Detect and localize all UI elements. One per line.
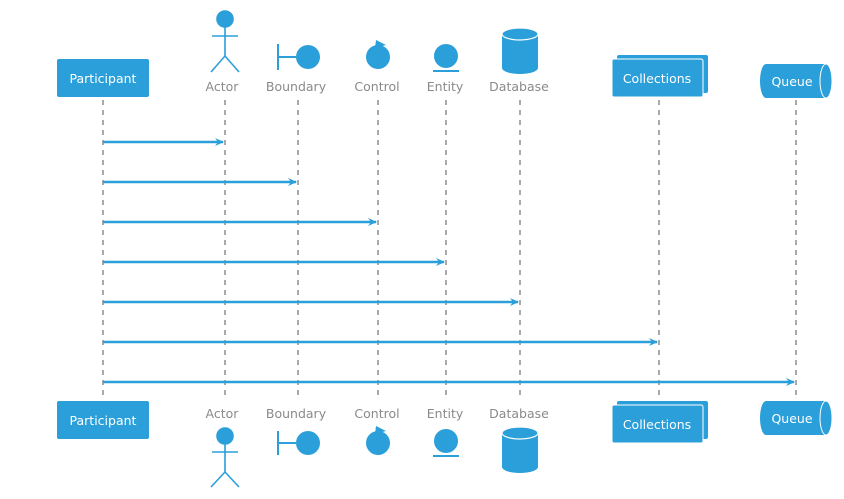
messages — [103, 138, 795, 386]
entity-label: Entity — [427, 79, 464, 94]
participant-footer-entity[interactable]: Entity — [427, 406, 464, 457]
stick-figure-icon — [210, 10, 240, 73]
participant-footer-boundary[interactable]: Boundary — [266, 406, 327, 455]
participant-headers-top: Participant Actor Boundary — [57, 10, 833, 99]
actor-label: Actor — [206, 406, 240, 421]
collections-label: Collections — [623, 417, 691, 432]
participant-header-collections[interactable]: Collections — [611, 55, 708, 98]
lifelines — [102, 100, 797, 398]
participant-header-boundary[interactable]: Boundary — [266, 44, 327, 94]
database-label: Database — [489, 406, 549, 421]
entity-icon — [433, 429, 459, 457]
participant-header-entity[interactable]: Entity — [427, 44, 464, 94]
boundary-label: Boundary — [266, 406, 327, 421]
boundary-label: Boundary — [266, 79, 327, 94]
participant-header-database[interactable]: Database — [489, 27, 549, 94]
entity-label: Entity — [427, 406, 464, 421]
database-label: Database — [489, 79, 549, 94]
stick-figure-icon — [210, 427, 240, 488]
database-cylinder-icon — [501, 426, 539, 473]
participant-footer-collections[interactable]: Collections — [611, 401, 708, 444]
collections-label: Collections — [623, 71, 691, 86]
control-icon — [366, 40, 390, 69]
queue-label: Queue — [771, 411, 812, 426]
participant-headers-bottom: Participant Actor Boundary Control — [57, 400, 833, 488]
participant-header-control[interactable]: Control — [354, 40, 400, 94]
control-label: Control — [354, 79, 399, 94]
participant-footer-queue[interactable]: Queue — [760, 400, 833, 436]
boundary-icon — [277, 44, 320, 70]
actor-label: Actor — [206, 79, 240, 94]
entity-icon — [433, 44, 459, 72]
queue-label: Queue — [771, 74, 812, 89]
control-icon — [366, 426, 390, 455]
control-label: Control — [354, 406, 399, 421]
participant-label: Participant — [70, 413, 137, 428]
participant-header-actor[interactable]: Actor — [206, 10, 240, 94]
participant-header-participant[interactable]: Participant — [57, 59, 149, 97]
participant-footer-database[interactable]: Database — [489, 406, 549, 473]
boundary-icon — [277, 431, 320, 455]
participant-footer-participant[interactable]: Participant — [57, 401, 149, 439]
participant-label: Participant — [70, 71, 137, 86]
participant-footer-actor[interactable]: Actor — [206, 406, 240, 488]
participant-header-queue[interactable]: Queue — [760, 63, 833, 99]
database-cylinder-icon — [501, 27, 539, 74]
participant-footer-control[interactable]: Control — [354, 406, 400, 455]
